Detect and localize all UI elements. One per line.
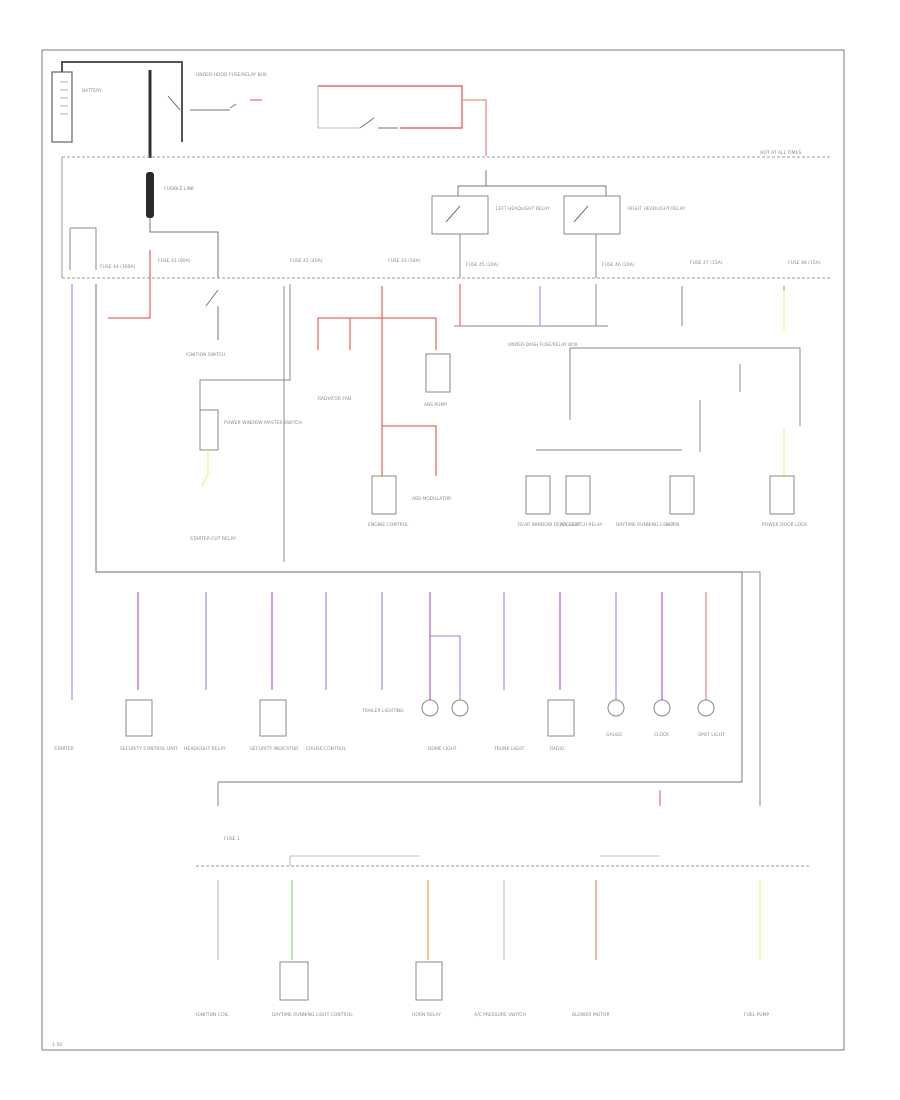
underhood-box-label: UNDER-HOOD FUSE/RELAY BOX bbox=[196, 72, 267, 78]
bottom-load-label-6: FUEL PUMP bbox=[744, 1012, 770, 1018]
headlight-relays: LEFT HEADLIGHT RELAY RIGHT HEADLIGHT REL… bbox=[431, 170, 685, 278]
middle-load-box bbox=[525, 475, 551, 515]
fusible-link-label: FUSIBLE LINK bbox=[164, 186, 195, 192]
load-label-2: SECURITY CONTROL UNIT bbox=[120, 746, 178, 752]
middle-load-box bbox=[669, 475, 695, 515]
middle-loads: ENGINE CONTROL ABS MODULATOR REAR WINDOW… bbox=[368, 475, 808, 528]
middle-load-label-7: POWER DOOR LOCK bbox=[762, 522, 808, 528]
ignition-section: IGNITION SWITCH POWER WINDOW MASTER SWIT… bbox=[186, 284, 302, 562]
load-label-11: CLOCK bbox=[654, 732, 670, 738]
power-window-box bbox=[199, 409, 219, 451]
load-label-3: HEADLIGHT RELAY bbox=[184, 746, 226, 752]
fuse-label-2: FUSE 41 (80A) bbox=[158, 258, 191, 264]
load-label-10: GAUGE bbox=[606, 732, 622, 738]
diagram-frame bbox=[41, 49, 845, 1051]
fuse-label-1: FUSE 44 (100A) bbox=[100, 264, 136, 270]
bottom-load-label-1: IGNITION COIL bbox=[196, 1012, 229, 1018]
power-window-label: POWER WINDOW MASTER SWITCH bbox=[224, 420, 302, 426]
battery-section: BATTERY UNDER-HOOD FUSE/RELAY BOX bbox=[51, 61, 487, 158]
loads-row: STARTER SECURITY CONTROL UNIT HEADLIGHT … bbox=[54, 592, 725, 752]
abs-pump-box bbox=[425, 353, 451, 393]
fuse-label-8: FUSE 48 (15A) bbox=[788, 260, 821, 266]
ignition-label: IGNITION SWITCH bbox=[186, 352, 226, 358]
load-label-7: DOME LIGHT bbox=[428, 746, 457, 752]
load-label-6: TRAILER LIGHTING bbox=[361, 708, 404, 714]
abs-fan-branch: ABS PUMP RADIATOR FAN bbox=[317, 286, 451, 476]
hot-bus-label: HOT AT ALL TIMES bbox=[760, 150, 801, 156]
middle-load-label-6: HORN bbox=[666, 522, 679, 528]
load-label-5: CRUISE CONTROL bbox=[306, 746, 346, 752]
relay-right-box bbox=[563, 195, 621, 235]
bottom-load-label-3: HORN RELAY bbox=[412, 1012, 441, 1018]
fuse-label-7: FUSE 47 (15A) bbox=[690, 260, 723, 266]
middle-load-label-2: ABS MODULATOR bbox=[412, 496, 451, 502]
fuse-label-5: FUSE 45 (20A) bbox=[466, 262, 499, 268]
middle-load-box bbox=[371, 475, 397, 515]
bottom-load-label-5: BLOWER MOTOR bbox=[572, 1012, 610, 1018]
starter-cut-label: STARTER CUT RELAY bbox=[190, 536, 236, 542]
battery-label: BATTERY bbox=[82, 88, 102, 94]
fuse-label-6: FUSE 46 (20A) bbox=[602, 262, 635, 268]
fuse-label-4: FUSE 43 (50A) bbox=[388, 258, 421, 264]
relay-right-label: RIGHT HEADLIGHT RELAY bbox=[628, 206, 685, 212]
middle-load-box bbox=[565, 475, 591, 515]
middle-load-label-3: REAR WINDOW DEFOGGER bbox=[518, 522, 579, 528]
middle-load-label-1: ENGINE CONTROL bbox=[368, 522, 409, 528]
middle-load-box bbox=[769, 475, 795, 515]
underdash-box-label: UNDER-DASH FUSE/RELAY BOX bbox=[508, 342, 578, 348]
load-label-1: STARTER bbox=[54, 746, 74, 752]
bottom-load-label-2: DAYTIME RUNNING LIGHT CONTROL bbox=[272, 1012, 353, 1018]
fusible-link-symbol bbox=[146, 172, 154, 218]
relay-left-box bbox=[431, 195, 489, 235]
load-label-12: SPOT LIGHT bbox=[698, 732, 725, 738]
abs-pump-label: ABS PUMP bbox=[424, 402, 447, 408]
load-label-9: RADIO bbox=[550, 746, 565, 752]
battery-symbol bbox=[51, 71, 73, 143]
load-label-4: SECURITY INDICATOR bbox=[250, 746, 298, 752]
fuse1-label: FUSE 1 bbox=[224, 836, 240, 842]
relay-left-label: LEFT HEADLIGHT RELAY bbox=[496, 206, 550, 212]
fuse-label-3: FUSE 42 (40A) bbox=[290, 258, 323, 264]
middle-load-label-4: A/C CLUTCH RELAY bbox=[560, 522, 603, 528]
bottom-loads: IGNITION COIL DAYTIME RUNNING LIGHT CONT… bbox=[196, 880, 770, 1018]
middle-load-label-5: DAYTIME RUNNING LIGHT bbox=[616, 522, 674, 528]
page-reference: 1-50 bbox=[52, 1042, 62, 1048]
load-label-8: TRUNK LIGHT bbox=[493, 746, 525, 752]
upper-fuse-row: FUSE 44 (100A) FUSE 41 (80A) FUSE 42 (40… bbox=[100, 258, 821, 270]
radiator-fan-label: RADIATOR FAN bbox=[318, 396, 351, 402]
bottom-load-label-4: A/C PRESSURE SWITCH bbox=[474, 1012, 526, 1018]
